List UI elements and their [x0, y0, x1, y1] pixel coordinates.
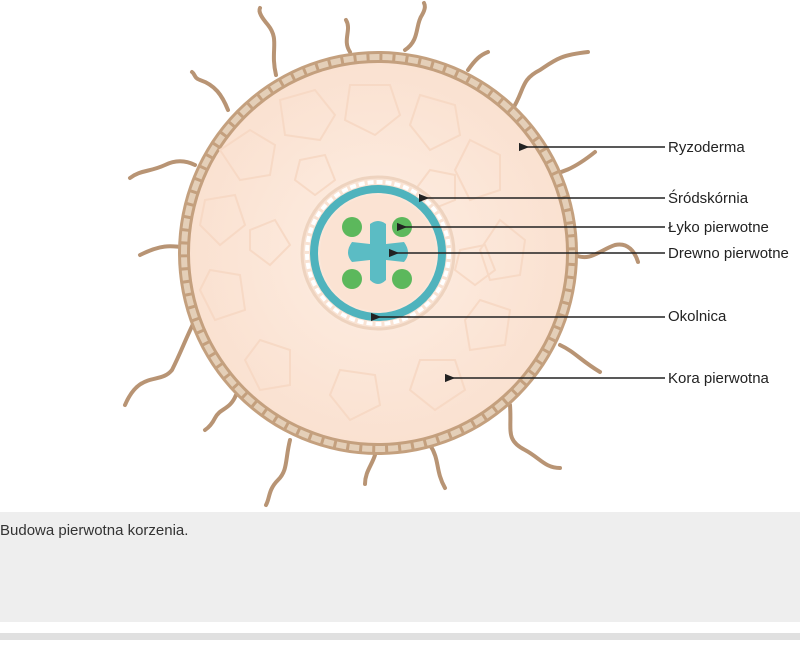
phloem-dot-bottom-left	[342, 269, 362, 289]
label-phloem: Łyko pierwotne	[668, 219, 769, 236]
phloem-dot-bottom-right	[392, 269, 412, 289]
cortex-cell-pattern	[198, 84, 527, 422]
label-cortex: Kora pierwotna	[668, 370, 770, 387]
label-xylem: Drewno pierwotne	[668, 245, 789, 262]
xylem-cross	[348, 221, 408, 284]
figure-caption: Budowa pierwotna korzenia.	[0, 522, 189, 539]
caption-box: Budowa pierwotna korzenia.	[0, 512, 800, 622]
root-cross-section-figure: Ryzoderma Śródskórnia Łyko pierwotne Dre…	[123, 1, 789, 507]
label-pericycle: Okolnica	[668, 308, 727, 325]
label-rhizoderm: Ryzoderma	[668, 139, 745, 156]
label-endodermis: Śródskórnia	[668, 189, 749, 207]
bottom-divider	[0, 633, 800, 640]
phloem-dot-top-left	[342, 217, 362, 237]
